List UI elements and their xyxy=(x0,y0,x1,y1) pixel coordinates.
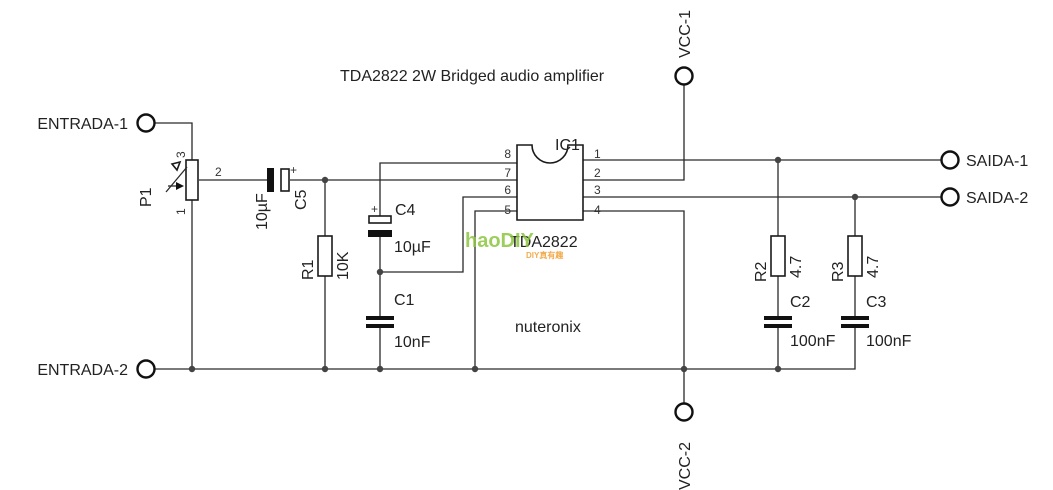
ic-tda2822 xyxy=(516,144,584,221)
terminal-vcc1[interactable] xyxy=(674,66,694,86)
label-entrada1: ENTRADA-1 xyxy=(37,116,128,133)
label-vcc2: VCC-2 xyxy=(677,442,694,490)
c2-ref: C2 xyxy=(790,294,811,311)
junction-dot xyxy=(321,176,329,184)
p1-pin3: 3 xyxy=(174,151,188,158)
capacitor-c3 xyxy=(841,316,869,328)
c4-value: 10µF xyxy=(394,239,431,256)
c5-ref: C5 xyxy=(293,189,310,210)
junction-dot xyxy=(680,365,688,373)
ic-pin-right: 3 xyxy=(594,183,601,197)
pot-arrowhead-icon xyxy=(170,160,182,172)
label-saida1: SAIDA-1 xyxy=(966,153,1028,170)
diagram-title: TDA2822 2W Bridged audio amplifier xyxy=(340,68,605,85)
potentiometer-p1 xyxy=(165,159,199,201)
label-vcc1: VCC-1 xyxy=(677,10,694,58)
resistor-r2 xyxy=(770,235,786,277)
capacitor-c2 xyxy=(764,316,792,328)
ic-pin-left: 5 xyxy=(504,203,511,217)
junction-dot xyxy=(188,365,196,373)
p1-pin1: 1 xyxy=(174,208,188,215)
junctions xyxy=(188,156,859,373)
p1-ref: P1 xyxy=(138,187,155,207)
ic-pin-right: 4 xyxy=(594,203,601,217)
credit-label: nuteronix xyxy=(515,319,581,336)
junction-dot xyxy=(774,365,782,373)
terminal-entrada1[interactable] xyxy=(136,113,156,133)
wiper-arrow-icon xyxy=(176,182,184,190)
capacitor-c4 xyxy=(368,215,392,237)
ic-pin-left: 6 xyxy=(504,183,511,197)
ic-pin-right: 2 xyxy=(594,166,601,180)
terminal-saida1[interactable] xyxy=(940,150,960,170)
c1-ref: C1 xyxy=(394,292,415,309)
c2-value: 100nF xyxy=(790,333,836,350)
c5-value: 10µF xyxy=(254,193,271,230)
r3-value: 4.7 xyxy=(865,256,882,278)
watermark-subtitle: DIY真有趣 xyxy=(526,250,564,260)
terminal-saida2[interactable] xyxy=(940,187,960,207)
c3-ref: C3 xyxy=(866,294,887,311)
c4-polarity: + xyxy=(371,202,378,216)
wiring xyxy=(155,85,941,403)
r3-ref: R3 xyxy=(830,261,847,282)
wire-pin2-vcc1 xyxy=(583,85,685,181)
resistor-r3 xyxy=(847,235,863,277)
junction-dot xyxy=(774,156,782,164)
ic-ref: IC1 xyxy=(555,137,580,154)
c1-value: 10nF xyxy=(394,334,431,351)
p1-pin2: 2 xyxy=(215,165,222,179)
wire-pin4-vcc2 xyxy=(583,210,685,403)
r2-ref: R2 xyxy=(753,261,770,282)
wire-pin5-ground xyxy=(474,210,517,369)
pot-adjust-arrow xyxy=(165,166,188,193)
wire-pin8-c4 xyxy=(379,162,517,216)
wire-pin6 xyxy=(380,196,517,273)
ic-pin-left: 7 xyxy=(504,166,511,180)
terminals xyxy=(136,66,960,422)
junction-dot xyxy=(376,365,384,373)
capacitor-c5 xyxy=(267,168,290,192)
r1-ref: R1 xyxy=(300,259,317,280)
terminal-vcc2[interactable] xyxy=(674,402,694,422)
c3-value: 100nF xyxy=(866,333,912,350)
label-entrada2: ENTRADA-2 xyxy=(37,362,128,379)
ic-part: TDA2822 xyxy=(510,234,578,251)
label-saida2: SAIDA-2 xyxy=(966,190,1028,207)
wire-entrada1 xyxy=(155,122,193,160)
junction-dot xyxy=(851,193,859,201)
ic-pin-right: 1 xyxy=(594,147,601,161)
junction-dot xyxy=(471,365,479,373)
ic-pin-left: 8 xyxy=(504,147,511,161)
junction-dot xyxy=(321,365,329,373)
watermark-logo: haoDIY xyxy=(465,230,535,252)
terminal-entrada2[interactable] xyxy=(136,359,156,379)
resistor-r1 xyxy=(317,235,333,277)
labels: TDA2822 2W Bridged audio amplifier nuter… xyxy=(37,10,1028,490)
c5-polarity: + xyxy=(290,163,297,177)
c4-ref: C4 xyxy=(395,202,416,219)
r2-value: 4.7 xyxy=(788,256,805,278)
ground-bus xyxy=(155,327,856,370)
junction-dot xyxy=(376,268,384,276)
capacitor-c1 xyxy=(366,316,394,328)
r1-value: 10K xyxy=(335,251,352,280)
